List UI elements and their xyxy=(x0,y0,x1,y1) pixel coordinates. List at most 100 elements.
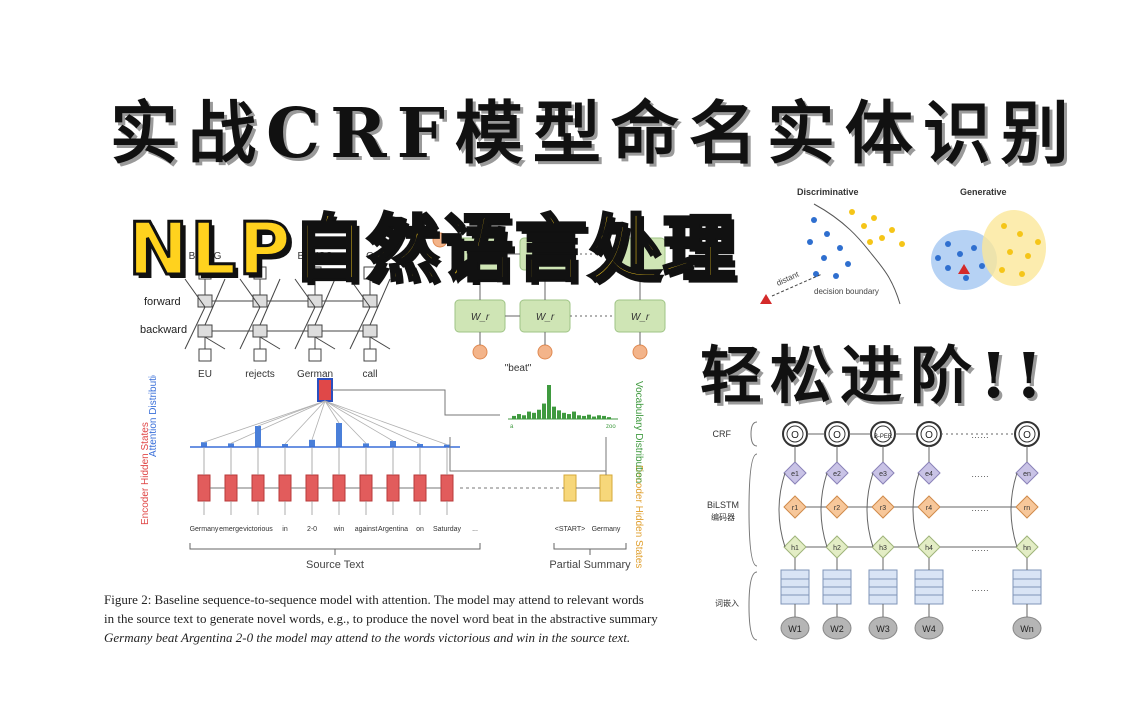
source-word: Saturday xyxy=(433,526,462,533)
attention-bar xyxy=(336,423,342,447)
e-node xyxy=(871,461,895,485)
attention-link xyxy=(324,400,421,445)
vocab-bar xyxy=(522,415,526,419)
encoder-state xyxy=(224,474,238,502)
encoder-state xyxy=(440,474,454,502)
advance-title: 轻松进阶!! xyxy=(700,339,1051,412)
source-word: ... xyxy=(472,526,478,533)
r-node xyxy=(783,495,807,519)
source-word: on xyxy=(416,526,424,533)
r-node-label: rn xyxy=(1024,505,1030,512)
blue-point xyxy=(957,251,963,257)
connector xyxy=(349,306,371,350)
source-word: Argentina xyxy=(378,526,408,533)
rnn-top-node xyxy=(432,232,448,248)
attention-bar xyxy=(282,444,288,447)
layer-crf-label: CRF xyxy=(713,429,732,439)
context-vector xyxy=(317,378,333,402)
tag-label: B-MISC xyxy=(298,251,333,262)
vocab-axis-left: a xyxy=(510,424,514,430)
bilstm-brace xyxy=(748,453,758,567)
connector xyxy=(369,278,391,326)
partial-summary-label: Partial Summary xyxy=(549,559,631,571)
vocab-bar xyxy=(597,415,601,419)
vocab-bar xyxy=(542,403,546,419)
vocab-bar xyxy=(557,410,561,419)
attention-bar xyxy=(255,426,261,447)
rnn-cell-label: W_r xyxy=(631,312,650,323)
e-node-label: e4 xyxy=(925,471,933,478)
vocab-bar xyxy=(517,414,521,419)
attention-bar xyxy=(444,444,450,447)
r-node-label: r4 xyxy=(926,505,932,512)
source-word: 2-0 xyxy=(307,526,317,533)
vocab-bar xyxy=(562,412,566,419)
r-node-label: r2 xyxy=(834,505,840,512)
yellow-point xyxy=(879,235,885,241)
layer-embed-label: 词嵌入 xyxy=(715,599,739,608)
blue-point xyxy=(821,255,827,261)
blue-point xyxy=(837,245,843,251)
h-node-label: hn xyxy=(1023,545,1031,552)
backward-cell xyxy=(362,324,378,338)
summary-brace xyxy=(553,543,627,555)
attention-bar xyxy=(309,439,315,447)
word-box xyxy=(308,348,322,362)
attention-link xyxy=(324,400,448,445)
r-node-label: r3 xyxy=(880,505,886,512)
attention-link xyxy=(257,400,326,427)
rnn-output-label: "beat" xyxy=(505,363,532,374)
yellow-point xyxy=(867,239,873,245)
word-label: German xyxy=(297,369,333,380)
connector xyxy=(349,278,371,308)
crf-tag-label: O xyxy=(833,430,841,441)
blue-point xyxy=(979,263,985,269)
vocab-label: Vocabulary Distribution xyxy=(633,381,644,483)
encoder-state xyxy=(386,474,400,502)
r-ellipsis: …… xyxy=(971,503,989,513)
vocab-bar xyxy=(582,415,586,419)
tag-label: O xyxy=(366,251,374,262)
vocab-bar xyxy=(577,415,581,419)
nlp-title: NLP自然语言处理 xyxy=(127,206,737,293)
caption-line-1: Figure 2: Baseline sequence-to-sequence … xyxy=(104,592,644,607)
source-word: win xyxy=(333,526,345,533)
yellow-point xyxy=(1035,239,1041,245)
attention-bar xyxy=(417,444,423,447)
discriminative-label: Discriminative xyxy=(797,187,859,197)
vocab-bar xyxy=(567,414,571,419)
vocab-axis-right: zoo xyxy=(606,424,616,430)
e-node-label: e2 xyxy=(833,471,841,478)
connector xyxy=(294,306,316,350)
crf-node-inner xyxy=(828,425,846,443)
source-word: in xyxy=(282,526,288,533)
connector xyxy=(239,306,261,350)
e-node xyxy=(1015,461,1039,485)
blue-point xyxy=(945,241,951,247)
vocab-bar xyxy=(587,414,591,419)
bilstm-skip-link xyxy=(912,472,920,548)
attention-bar xyxy=(390,441,396,447)
vocab-bar xyxy=(572,411,576,419)
discriminative-generative-figure: Discriminative Generative distant decisi… xyxy=(760,187,1046,305)
attention-link xyxy=(324,400,340,424)
attention-link xyxy=(324,400,367,444)
connector xyxy=(314,336,336,350)
source-text-label: Source Text xyxy=(306,559,364,571)
yellow-point xyxy=(1025,253,1031,259)
encoder-state xyxy=(197,474,211,502)
source-word: victorious xyxy=(243,526,273,533)
h-node-label: h3 xyxy=(879,545,887,552)
blue-point xyxy=(833,273,839,279)
bilstm-skip-link xyxy=(866,472,874,548)
decision-boundary-line xyxy=(813,203,901,305)
backward-cell xyxy=(197,324,213,338)
attention-bar xyxy=(228,443,234,447)
encoder-state xyxy=(413,474,427,502)
forward-label: forward xyxy=(144,296,181,308)
yellow-point xyxy=(1001,223,1007,229)
word-box xyxy=(253,348,267,362)
connector xyxy=(184,306,206,350)
context-to-vocab-link xyxy=(332,389,500,416)
